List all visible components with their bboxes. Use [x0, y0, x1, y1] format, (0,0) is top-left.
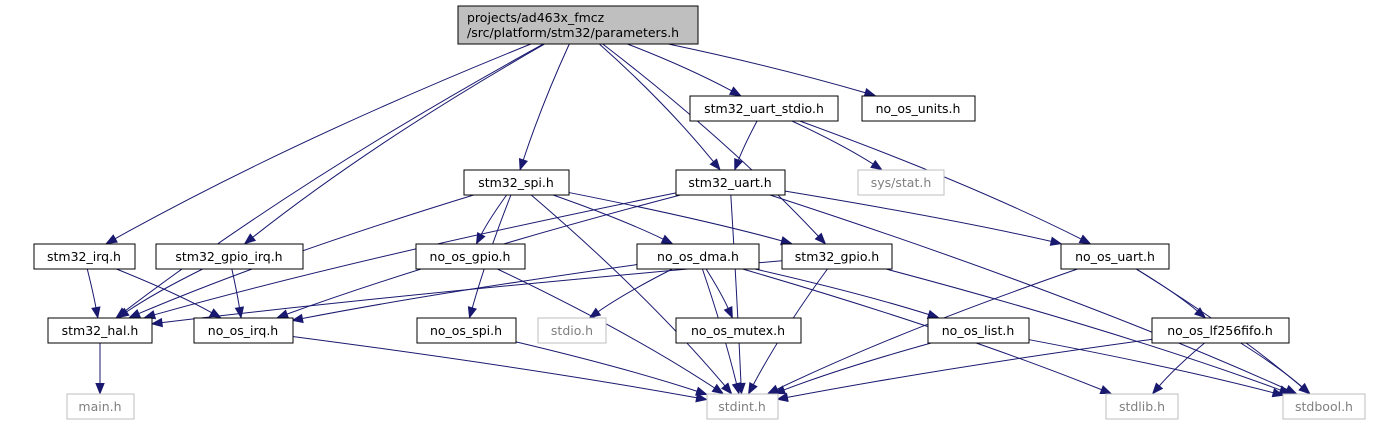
edge-no-os-lf256fifo-h-to-stdbool-h — [1239, 342, 1311, 395]
edge-parameters-h-to-stm32-gpio-h — [602, 43, 827, 245]
node-stm32-hal-h[interactable]: stm32_hal.h — [47, 317, 153, 344]
node-no-os-lf256fifo-h-label: no_os_lf256fifo.h — [1167, 323, 1273, 338]
node-stm32-spi-h-label: stm32_spi.h — [478, 175, 554, 190]
node-main-h-label: main.h — [78, 399, 121, 414]
edge-stm32-gpio-h-to-stm32-hal-h — [150, 260, 783, 328]
node-no-os-spi-h-label: no_os_spi.h — [430, 323, 502, 338]
node-stdint-h[interactable]: stdint.h — [706, 393, 779, 420]
nodes-layer: projects/ad463x_fmcz /src/platform/stm32… — [33, 5, 1366, 420]
node-no-os-spi-h[interactable]: no_os_spi.h — [416, 317, 517, 344]
edge-parameters-h-to-stm32-uart-stdio-h — [627, 43, 742, 97]
node-stm32-spi-h[interactable]: stm32_spi.h — [463, 169, 570, 196]
edge-parameters-h-to-stm32-uart-h — [599, 43, 721, 171]
node-main-h[interactable]: main.h — [66, 393, 135, 420]
node-sys-stat-h-label: sys/stat.h — [871, 175, 932, 190]
node-parameters-h-line1: projects/ad463x_fmcz — [467, 10, 605, 25]
edge-stm32-spi-h-to-no-os-dma-h — [551, 194, 674, 245]
edge-stm32-spi-h-to-no-os-gpio-h — [475, 194, 508, 245]
edge-stm32-uart-stdio-h-to-sys-stat-h — [790, 120, 883, 171]
edge-stm32-gpio-irq-h-to-stm32-hal-h — [117, 268, 204, 319]
edge-parameters-h-to-stm32-spi-h — [518, 43, 570, 171]
node-stdbool-h[interactable]: stdbool.h — [1282, 393, 1366, 420]
node-stm32-gpio-irq-h[interactable]: stm32_gpio_irq.h — [155, 243, 304, 270]
node-stdlib-h[interactable]: stdlib.h — [1105, 393, 1179, 420]
edge-stm32-uart-h-to-stdint-h — [730, 194, 746, 395]
node-sys-stat-h[interactable]: sys/stat.h — [857, 169, 945, 196]
edge-no-os-dma-h-to-no-os-irq-h — [291, 264, 638, 324]
node-no-os-mutex-h[interactable]: no_os_mutex.h — [675, 317, 802, 344]
edge-no-os-dma-h-to-no-os-mutex-h — [705, 268, 733, 319]
node-no-os-units-h[interactable]: no_os_units.h — [861, 95, 976, 122]
edge-stm32-spi-h-to-stm32-gpio-h — [568, 191, 793, 246]
node-stdio-h[interactable]: stdio.h — [537, 317, 607, 344]
edge-stm32-spi-h-to-stdint-h — [530, 194, 733, 395]
node-no-os-units-h-label: no_os_units.h — [876, 101, 961, 116]
node-stm32-uart-h-label: stm32_uart.h — [688, 175, 771, 190]
edge-no-os-uart-h-to-no-os-lf256fifo-h — [1135, 268, 1207, 319]
node-stdlib-h-label: stdlib.h — [1119, 399, 1165, 414]
edges-layer — [86, 43, 1311, 403]
node-stdint-h-label: stdint.h — [718, 399, 766, 414]
edge-stm32-hal-h-to-main-h — [95, 342, 105, 395]
node-no-os-lf256fifo-h[interactable]: no_os_lf256fifo.h — [1151, 317, 1290, 344]
node-no-os-list-h-label: no_os_list.h — [942, 323, 1015, 338]
edge-no-os-dma-h-to-stdio-h — [588, 268, 674, 319]
node-stm32-uart-stdio-h[interactable]: stm32_uart_stdio.h — [689, 95, 839, 122]
node-stm32-irq-h[interactable]: stm32_irq.h — [33, 243, 136, 270]
edge-stm32-uart-h-to-stdbool-h — [768, 194, 1298, 395]
edge-no-os-list-h-to-stdbool-h — [1028, 339, 1285, 398]
edge-parameters-h-to-stm32-irq-h — [105, 43, 532, 245]
node-no-os-uart-h-label: no_os_uart.h — [1075, 249, 1155, 264]
edge-stm32-irq-h-to-stm32-hal-h — [86, 268, 101, 319]
edge-stm32-gpio-irq-h-to-no-os-irq-h — [231, 268, 245, 319]
node-no-os-uart-h[interactable]: no_os_uart.h — [1060, 243, 1170, 270]
node-stdio-h-label: stdio.h — [551, 323, 593, 338]
edge-no-os-irq-h-to-stdint-h — [292, 336, 708, 403]
edge-no-os-spi-h-to-stdint-h — [515, 341, 708, 396]
edge-no-os-lf256fifo-h-to-stdint-h — [776, 338, 1152, 402]
node-no-os-irq-h[interactable]: no_os_irq.h — [193, 317, 294, 344]
node-no-os-list-h[interactable]: no_os_list.h — [927, 317, 1030, 344]
node-no-os-gpio-h[interactable]: no_os_gpio.h — [415, 243, 526, 270]
node-stm32-gpio-irq-h-label: stm32_gpio_irq.h — [175, 249, 282, 264]
edge-parameters-h-to-no-os-units-h — [668, 43, 877, 98]
node-stm32-hal-h-label: stm32_hal.h — [62, 323, 139, 338]
edge-no-os-lf256fifo-h-to-stdlib-h — [1151, 342, 1206, 395]
edge-stm32-uart-stdio-h-to-stm32-uart-h — [734, 120, 758, 171]
node-no-os-irq-h-label: no_os_irq.h — [208, 323, 278, 338]
node-stm32-gpio-h[interactable]: stm32_gpio.h — [781, 243, 893, 270]
node-no-os-gpio-h-label: no_os_gpio.h — [430, 249, 511, 264]
node-stm32-irq-h-label: stm32_irq.h — [47, 249, 121, 264]
node-stdbool-h-label: stdbool.h — [1295, 399, 1353, 414]
node-parameters-h[interactable]: projects/ad463x_fmcz /src/platform/stm32… — [457, 5, 699, 45]
edge-stm32-uart-stdio-h-to-no-os-uart-h — [798, 120, 1092, 245]
node-no-os-dma-h-label: no_os_dma.h — [657, 249, 739, 264]
node-stm32-gpio-h-label: stm32_gpio.h — [795, 249, 879, 264]
edge-stm32-uart-h-to-no-os-uart-h — [784, 190, 1063, 246]
edge-no-os-list-h-to-stdint-h — [773, 342, 934, 395]
node-no-os-dma-h[interactable]: no_os_dma.h — [636, 243, 760, 270]
edge-stm32-irq-h-to-no-os-irq-h — [114, 268, 222, 319]
node-stm32-uart-stdio-h-label: stm32_uart_stdio.h — [704, 101, 824, 116]
node-parameters-h-line2: /src/platform/stm32/parameters.h — [467, 25, 679, 40]
node-stm32-uart-h[interactable]: stm32_uart.h — [675, 169, 786, 196]
node-no-os-mutex-h-label: no_os_mutex.h — [691, 323, 785, 338]
edge-parameters-h-to-stm32-gpio-irq-h — [243, 43, 545, 245]
